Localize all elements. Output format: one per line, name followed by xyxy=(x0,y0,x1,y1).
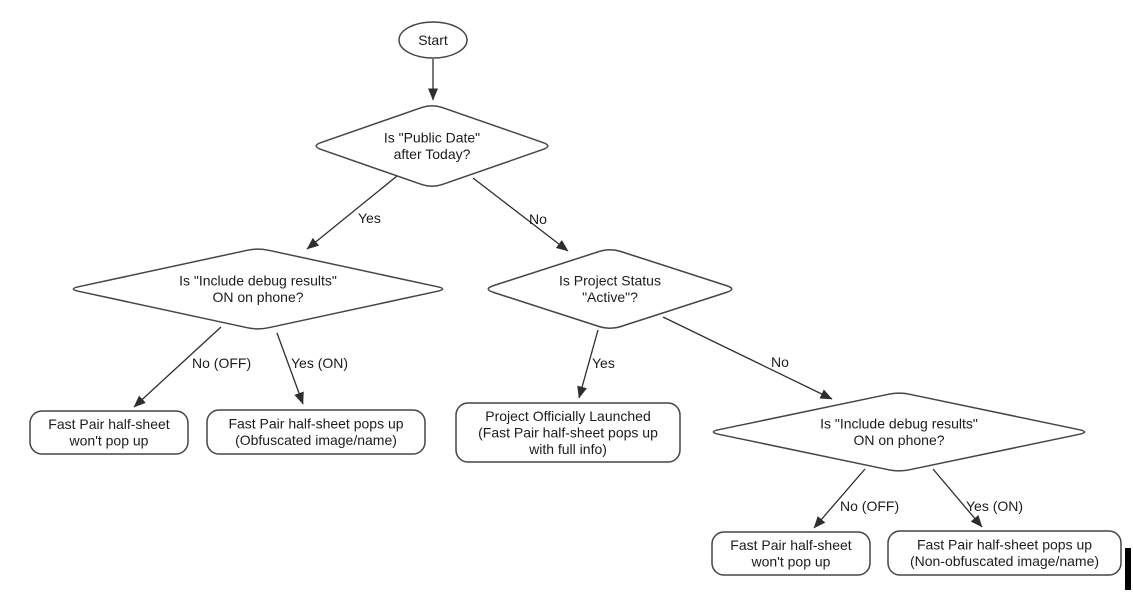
node-text-line: Is "Public Date" xyxy=(384,130,480,146)
edge-project-status-no: No xyxy=(662,316,833,400)
node-debug-results-decision-left: Is "Include debug results"ON on phone? xyxy=(72,248,444,330)
node-debug-results-decision-right: Is "Include debug results"ON on phone? xyxy=(712,392,1086,472)
node-text-line: Fast Pair half-sheet xyxy=(730,537,851,553)
node-text-line: Fast Pair half-sheet pops up xyxy=(917,537,1092,553)
edge-label: No xyxy=(771,354,789,370)
node-text-line: Is "Include debug results" xyxy=(179,273,337,289)
connector-arrow xyxy=(472,177,569,252)
edge-right-debug-yes-on: Yes (ON) xyxy=(932,468,1023,528)
node-text-line: Fast Pair half-sheet pops up xyxy=(228,416,403,432)
node-text-line: Is "Include debug results" xyxy=(820,416,978,432)
diamond-shape xyxy=(487,248,733,330)
edge-right-debug-no-off: No (OFF) xyxy=(813,468,899,529)
node-text: Is Project Status"Active"? xyxy=(559,273,661,306)
node-text-line: ON on phone? xyxy=(853,432,944,448)
node-text-line: "Active"? xyxy=(582,289,638,305)
edge-label: No (OFF) xyxy=(840,498,899,514)
node-text-line: after Today? xyxy=(394,146,471,162)
edge-public-date-yes: Yes xyxy=(306,175,398,250)
connector-arrow xyxy=(662,316,833,400)
edge-left-debug-yes-on: Yes (ON) xyxy=(276,332,348,405)
node-text-line: (Obfuscated image/name) xyxy=(235,432,397,448)
rounded-rect-shape xyxy=(455,402,681,463)
ellipse-shape xyxy=(398,21,468,59)
node-text: Is "Include debug results"ON on phone? xyxy=(179,273,337,306)
edge-label: No (OFF) xyxy=(192,355,251,371)
node-obfuscated-popup-result: Fast Pair half-sheet pops up(Obfuscated … xyxy=(206,409,426,455)
node-text-line: Start xyxy=(418,32,448,48)
node-text-line: Is Project Status xyxy=(559,273,661,289)
connector-arrow xyxy=(276,332,304,405)
rounded-rect-shape xyxy=(206,409,426,455)
node-text: Fast Pair half-sheet pops up(Non-obfusca… xyxy=(910,537,1099,570)
edge-project-status-yes: Yes xyxy=(577,329,615,399)
node-official-launch-result: Project Officially Launched(Fast Pair ha… xyxy=(455,402,681,463)
edge-left-debug-no-off: No (OFF) xyxy=(133,326,251,408)
node-text: Fast Pair half-sheet pops up(Obfuscated … xyxy=(228,416,403,449)
node-project-status-decision: Is Project Status"Active"? xyxy=(487,248,733,330)
node-public-date-decision: Is "Public Date"after Today? xyxy=(315,105,549,187)
node-start: Start xyxy=(398,21,468,59)
node-text: Start xyxy=(418,32,448,48)
connector-arrow xyxy=(577,329,599,399)
node-text-line: won't pop up xyxy=(751,554,831,570)
edge-label: Yes (ON) xyxy=(291,355,348,371)
diamond-shape xyxy=(315,105,549,187)
connector-arrow xyxy=(133,326,222,408)
node-text-line: with full info) xyxy=(528,441,607,457)
node-text: Project Officially Launched(Fast Pair ha… xyxy=(478,408,658,457)
diamond-shape xyxy=(712,392,1086,472)
node-non-obfuscated-popup-result: Fast Pair half-sheet pops up(Non-obfusca… xyxy=(887,530,1122,576)
node-text-line: won't pop up xyxy=(69,433,149,449)
rounded-rect-shape xyxy=(711,531,871,576)
text-cursor-artifact xyxy=(1125,548,1131,590)
connector-arrow xyxy=(932,468,983,528)
diamond-shape xyxy=(72,248,444,330)
edge-public-date-no: No xyxy=(472,177,569,252)
node-text-line: Fast Pair half-sheet xyxy=(48,416,169,432)
rounded-rect-shape xyxy=(887,530,1122,576)
node-text-line: ON on phone? xyxy=(212,289,303,305)
rounded-rect-shape xyxy=(29,410,189,455)
node-text: Is "Public Date"after Today? xyxy=(384,130,480,163)
node-text: Is "Include debug results"ON on phone? xyxy=(820,416,978,449)
connector-arrow xyxy=(306,175,398,250)
node-text-line: Project Officially Launched xyxy=(485,408,651,424)
node-text-line: (Fast Pair half-sheet pops up xyxy=(478,424,658,440)
edge-label: No xyxy=(529,211,547,227)
edge-label: Yes xyxy=(592,355,615,371)
edge-label: Yes xyxy=(358,210,381,226)
node-text-line: (Non-obfuscated image/name) xyxy=(910,553,1099,569)
connector-arrow xyxy=(813,468,866,529)
edge-label: Yes (ON) xyxy=(966,498,1023,514)
